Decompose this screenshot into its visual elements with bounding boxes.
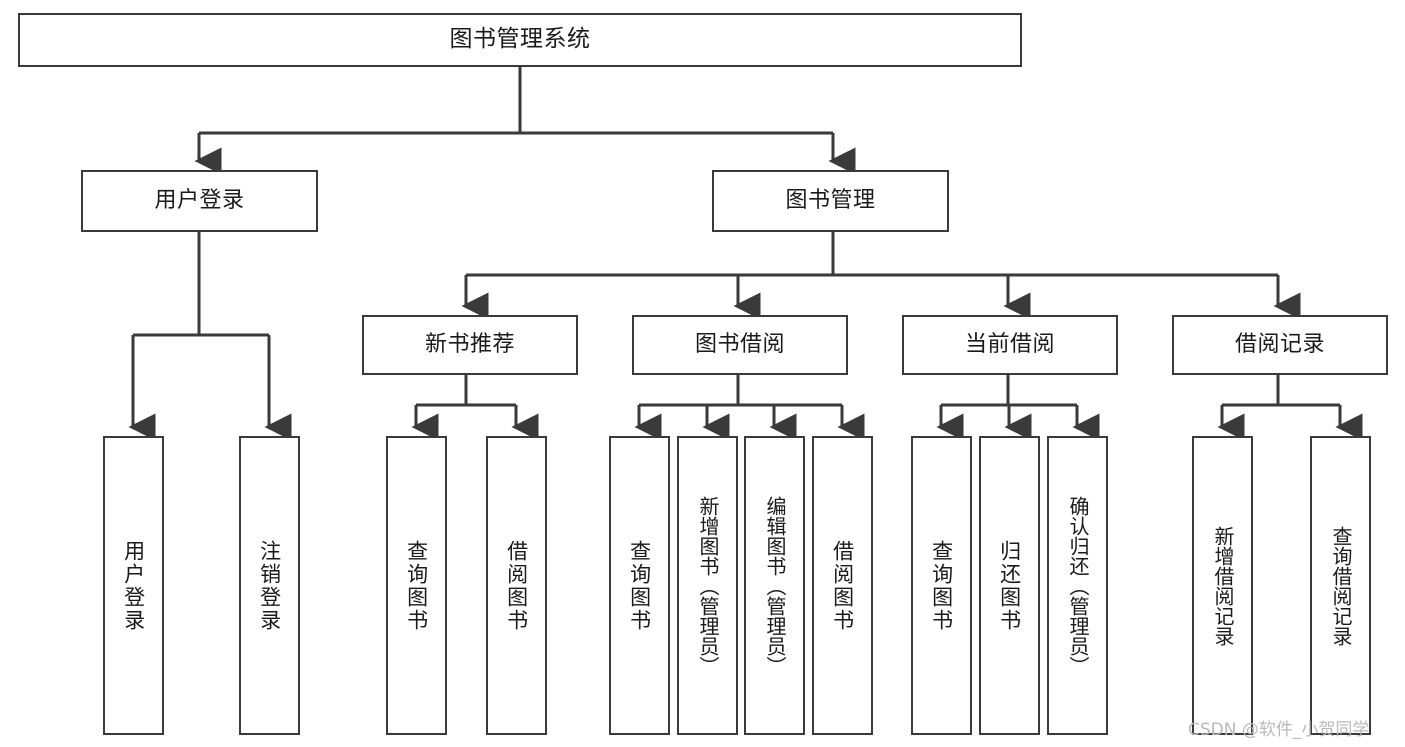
node-leaf-add-borrow-record[interactable]: 新增借阅记录 (1192, 436, 1253, 735)
node-label: 确认归还（管理员） (1066, 495, 1090, 676)
node-book-management[interactable]: 图书管理 (712, 170, 949, 232)
watermark-text: CSDN @软件_小贺同学 (1188, 720, 1370, 740)
node-root-system[interactable]: 图书管理系统 (18, 13, 1022, 67)
node-label: 查询图书 (929, 539, 954, 632)
node-label: 新增借阅记录 (1211, 525, 1235, 646)
node-label: 图书管理系统 (449, 26, 591, 53)
node-label: 图书管理 (785, 187, 876, 213)
node-label: 用户登录 (154, 187, 245, 213)
node-leaf-query-borrow-record[interactable]: 查询借阅记录 (1310, 436, 1371, 735)
node-label: 图书借阅 (694, 331, 785, 357)
node-new-book-recommend[interactable]: 新书推荐 (362, 315, 578, 375)
node-book-borrow[interactable]: 图书借阅 (632, 315, 848, 375)
node-leaf-query-book-current[interactable]: 查询图书 (911, 436, 972, 735)
node-label: 借阅图书 (830, 539, 855, 632)
node-label: 查询图书 (627, 539, 652, 632)
node-leaf-user-login[interactable]: 用户登录 (103, 436, 164, 735)
node-user-login[interactable]: 用户登录 (81, 170, 318, 232)
node-leaf-borrow-book[interactable]: 借阅图书 (812, 436, 873, 735)
node-label: 查询图书 (404, 539, 429, 632)
node-leaf-return-book[interactable]: 归还图书 (979, 436, 1040, 735)
node-leaf-edit-book-admin[interactable]: 编辑图书（管理员） (744, 436, 805, 735)
node-label: 借阅记录 (1234, 331, 1325, 357)
node-label: 新增图书（管理员） (696, 495, 720, 676)
node-leaf-confirm-return-admin[interactable]: 确认归还（管理员） (1047, 436, 1108, 735)
node-borrow-record[interactable]: 借阅记录 (1172, 315, 1388, 375)
node-label: 当前借阅 (964, 331, 1055, 357)
node-label: 编辑图书（管理员） (763, 495, 787, 676)
node-label: 用户登录 (121, 539, 146, 632)
node-current-borrow[interactable]: 当前借阅 (902, 315, 1118, 375)
node-leaf-add-book-admin[interactable]: 新增图书（管理员） (677, 436, 738, 735)
node-label: 归还图书 (997, 539, 1022, 632)
node-leaf-query-book-recommend[interactable]: 查询图书 (386, 436, 447, 735)
node-label: 查询借阅记录 (1329, 525, 1353, 646)
node-leaf-borrow-book-recommend[interactable]: 借阅图书 (486, 436, 547, 735)
node-label: 新书推荐 (424, 331, 515, 357)
node-leaf-query-book-borrow[interactable]: 查询图书 (609, 436, 670, 735)
node-leaf-logout[interactable]: 注销登录 (239, 436, 300, 735)
node-label: 注销登录 (257, 539, 282, 632)
node-label: 借阅图书 (504, 539, 529, 632)
